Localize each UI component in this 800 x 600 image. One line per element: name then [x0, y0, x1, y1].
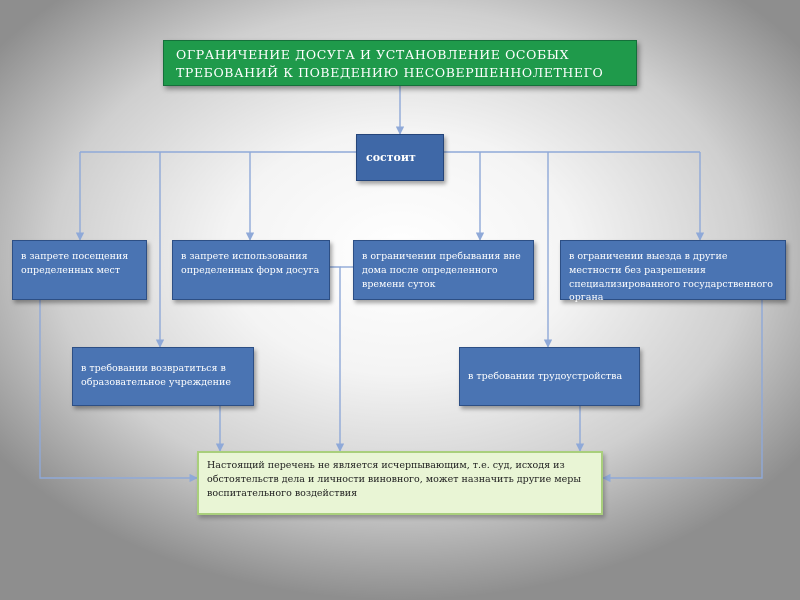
item-travel-restriction: в ограничении выезда в другие местности …	[560, 240, 786, 303]
connector-ban-leisure-to-note	[330, 266, 345, 452]
center-label: состоит	[356, 134, 444, 181]
item-return-education: в требовании возвратиться в образователь…	[72, 347, 254, 406]
connector-ban-visiting-to-note	[39, 300, 198, 483]
item-ban-leisure: в запрете использования определенных фор…	[172, 240, 330, 300]
note-box: Настоящий перечень не является исчерпыва…	[197, 451, 603, 515]
item-stay-restriction: в ограничении пребывания вне дома после …	[353, 240, 534, 300]
diagram-title: ОГРАНИЧЕНИЕ ДОСУГА И УСТАНОВЛЕНИЕ ОСОБЫХ…	[163, 40, 637, 86]
item-employment: в требовании трудоустройства	[459, 347, 640, 406]
connector-travel-restriction-to-note	[602, 300, 763, 483]
item-ban-visiting: в запрете посещения определенных мест	[12, 240, 147, 300]
